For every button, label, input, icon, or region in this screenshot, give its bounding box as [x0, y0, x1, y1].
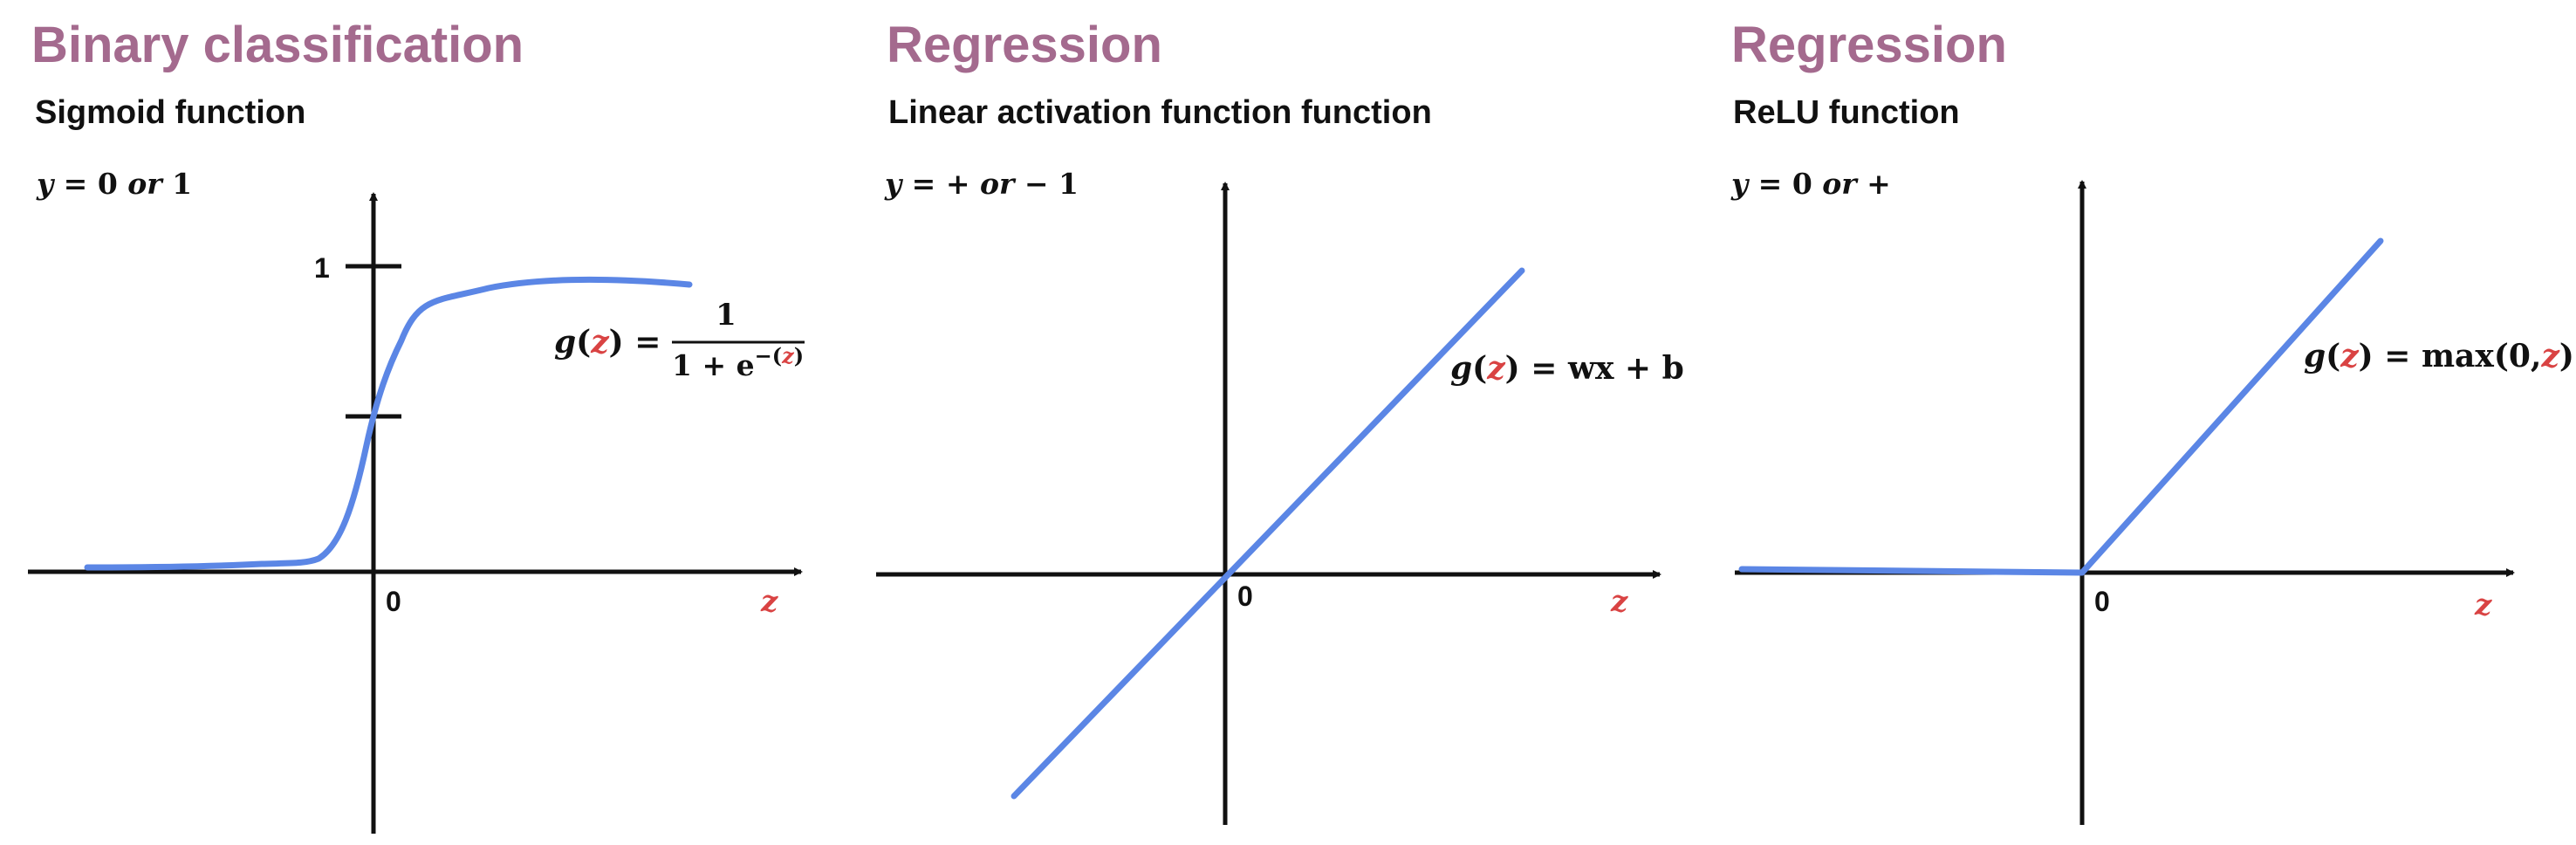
panel-subheading: Sigmoid function: [35, 94, 306, 131]
linear-panel: 0 z y = + or − 1 g(z) = wx + b Regressio…: [859, 0, 1717, 845]
linear-plot: 0 z y = + or − 1 g(z) = wx + b: [876, 167, 1684, 825]
relu-panel: 0 z y = 0 or + g(z) = max(0,z) Regressio…: [1717, 0, 2576, 845]
range-label: y = + or − 1: [884, 167, 1079, 201]
panel-heading: Regression: [887, 17, 1162, 73]
sigmoid-panel: 1 0 z y = 0 or 1 g(z) = 1 1 + e−(z) Bina…: [0, 0, 859, 845]
origin-label: 0: [1237, 581, 1253, 612]
equation-denominator: 1 + e: [672, 348, 755, 382]
panel-heading: Regression: [1731, 17, 2007, 73]
range-label: y = 0 or +: [1730, 167, 1891, 201]
sigmoid-curve: [84, 276, 693, 571]
panel-subheading: ReLU function: [1733, 94, 1960, 131]
linear-equation: g(z) = wx + b: [1450, 350, 1684, 387]
linear-line: [1011, 267, 1525, 800]
sigmoid-plot: 1 0 z y = 0 or 1 g(z) = 1 1 + e−(z): [28, 167, 805, 834]
relu-equation: g(z) = max(0,z): [2304, 338, 2574, 374]
range-label: y = 0 or 1: [36, 167, 192, 201]
origin-label: 0: [386, 586, 401, 617]
relu-plot: 0 z y = 0 or + g(z) = max(0,z): [1730, 167, 2574, 825]
z-axis-label: z: [2474, 587, 2492, 622]
z-axis-label: z: [1610, 584, 1628, 619]
tick-label-1: 1: [314, 252, 330, 284]
z-axis-label: z: [760, 584, 778, 619]
panel-subheading: Linear activation function function: [888, 94, 1432, 131]
equation-numerator: 1: [716, 298, 736, 333]
origin-label: 0: [2094, 586, 2110, 617]
relu-curve: [1738, 237, 2384, 576]
sigmoid-equation: g(z) = 1 1 + e−(z): [554, 298, 805, 382]
svg-text:1 + e−(z): 1 + e−(z): [672, 343, 804, 382]
panel-heading: Binary classification: [31, 17, 524, 73]
svg-text:g(z) =: g(z) =: [554, 324, 661, 361]
